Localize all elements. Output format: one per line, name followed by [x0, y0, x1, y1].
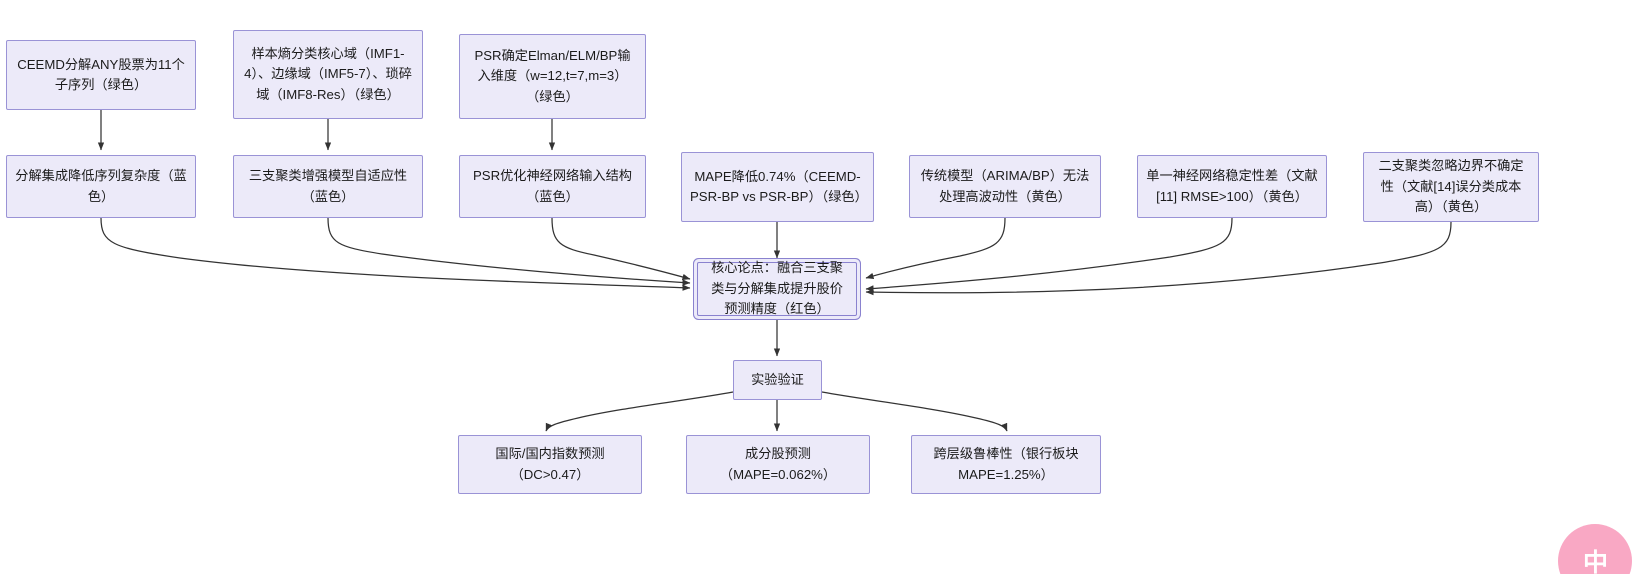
node-experimental-validation[interactable]: 实验验证: [733, 360, 822, 400]
edge-n5-core: [327, 217, 691, 286]
node-two-way-clustering-limitation[interactable]: 二支聚类忽略边界不确定性（文献[14]误分类成本高）（黄色）: [1363, 152, 1539, 222]
node-single-network-instability[interactable]: 单一神经网络稳定性差（文献[11] RMSE>100）（黄色）: [1137, 155, 1327, 218]
node-label: 样本熵分类核心域（IMF1-4）、边缘域（IMF5-7）、琐碎域（IMF8-Re…: [244, 45, 412, 102]
node-index-forecast-result[interactable]: 国际/国内指数预测（DC>0.47）: [458, 435, 642, 494]
node-label: 三支聚类增强模型自适应性（蓝色）: [248, 168, 408, 204]
node-label: 国际/国内指数预测（DC>0.47）: [495, 446, 605, 482]
edge-n6-core: [551, 217, 691, 281]
node-label: 传统模型（ARIMA/BP）无法处理高波动性（黄色）: [920, 168, 1090, 204]
node-psr-optimizes-network-input[interactable]: PSR优化神经网络输入结构（蓝色）: [459, 155, 646, 218]
node-cross-level-robustness-result[interactable]: 跨层级鲁棒性（银行板块MAPE=1.25%）: [911, 435, 1101, 494]
watermark-badge: 中: [1558, 524, 1632, 574]
watermark-label: 中: [1582, 549, 1608, 574]
node-three-way-clustering-adaptivity[interactable]: 三支聚类增强模型自适应性（蓝色）: [233, 155, 423, 218]
node-mape-improvement[interactable]: MAPE降低0.74%（CEEMD-PSR-BP vs PSR-BP）（绿色）: [681, 152, 874, 222]
edge-n11-n14: [821, 391, 1008, 432]
node-ceemd-decomposition[interactable]: CEEMD分解ANY股票为11个子序列（绿色）: [6, 40, 196, 110]
edge-n11-n12: [545, 391, 734, 432]
node-label: PSR优化神经网络输入结构（蓝色）: [473, 168, 632, 204]
node-label: 单一神经网络稳定性差（文献[11] RMSE>100）（黄色）: [1146, 168, 1318, 204]
node-label: 成分股预测（MAPE=0.062%）: [719, 446, 837, 482]
node-label: 实验验证: [751, 371, 804, 387]
node-label: MAPE降低0.74%（CEEMD-PSR-BP vs PSR-BP）（绿色）: [690, 168, 868, 204]
node-label: 核心论点：融合三支聚类与分解集成提升股价预测精度（红色）: [711, 260, 843, 317]
node-decomposition-reduces-complexity[interactable]: 分解集成降低序列复杂度（蓝色）: [6, 155, 196, 218]
node-label: 二支聚类忽略边界不确定性（文献[14]误分类成本高）（黄色）: [1378, 158, 1524, 215]
edge-n9-core: [865, 217, 1233, 292]
node-label: 分解集成降低序列复杂度（蓝色）: [15, 168, 187, 204]
edge-n4-core: [100, 217, 691, 291]
node-traditional-model-limitation[interactable]: 传统模型（ARIMA/BP）无法处理高波动性（黄色）: [909, 155, 1101, 218]
edge-n8-core: [865, 217, 1006, 279]
node-constituent-stock-result[interactable]: 成分股预测（MAPE=0.062%）: [686, 435, 870, 494]
node-psr-input-dimension[interactable]: PSR确定Elman/ELM/BP输入维度（w=12,t=7,m=3）（绿色）: [459, 34, 646, 119]
node-label: CEEMD分解ANY股票为11个子序列（绿色）: [17, 56, 185, 92]
node-label: 跨层级鲁棒性（银行板块MAPE=1.25%）: [933, 446, 1079, 482]
node-sample-entropy-classification[interactable]: 样本熵分类核心域（IMF1-4）、边缘域（IMF5-7）、琐碎域（IMF8-Re…: [233, 30, 423, 119]
edge-n10-core: [865, 221, 1452, 296]
node-core-thesis[interactable]: 核心论点：融合三支聚类与分解集成提升股价预测精度（红色）: [697, 260, 857, 316]
node-label: PSR确定Elman/ELM/BP输入维度（w=12,t=7,m=3）（绿色）: [474, 47, 631, 104]
